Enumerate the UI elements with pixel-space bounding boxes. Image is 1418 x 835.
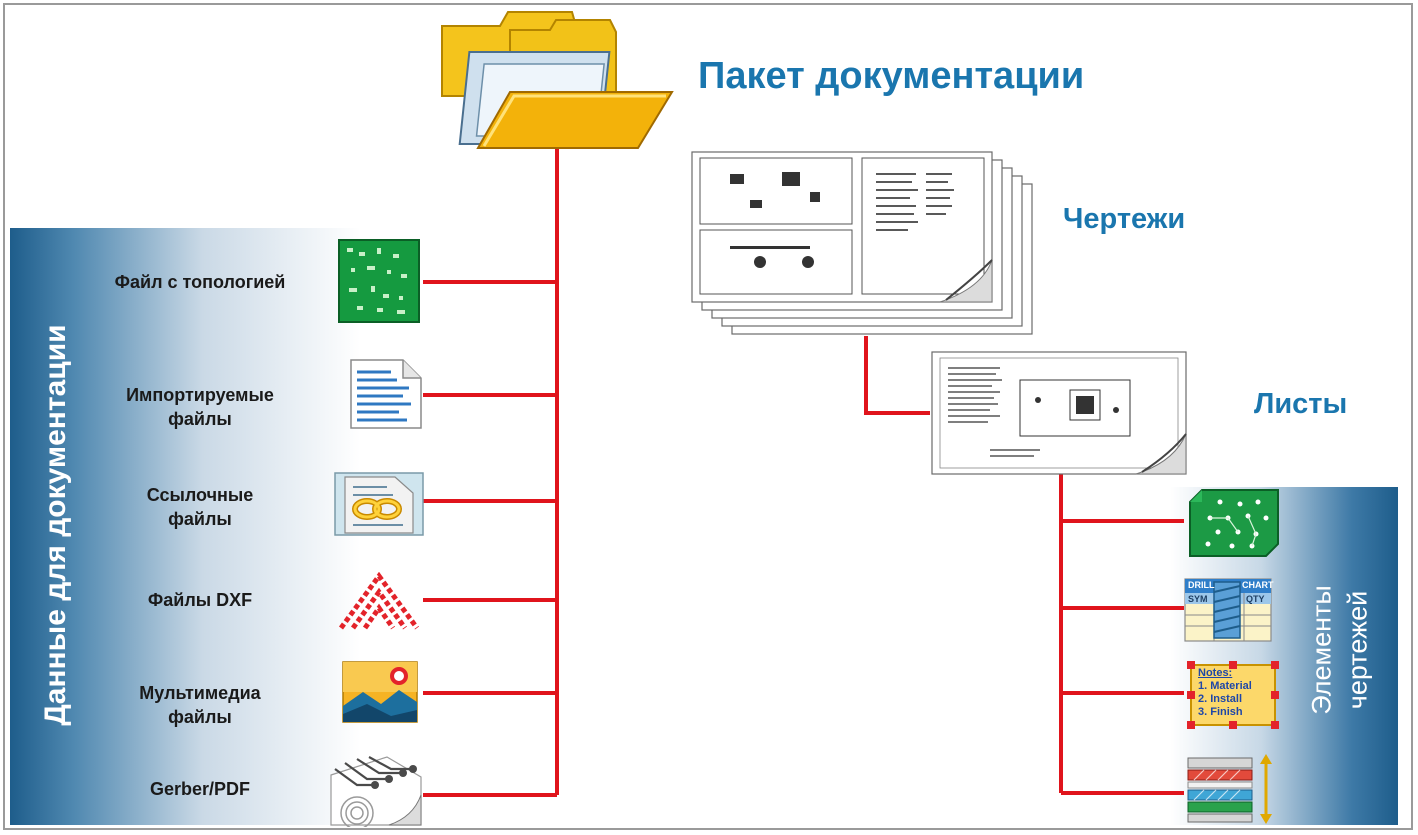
dxf-icon xyxy=(338,572,420,630)
package-title: Пакет документации xyxy=(698,55,1085,97)
notes-line-1: 1. Material xyxy=(1198,680,1252,692)
drill-chart-col-1: SYM xyxy=(1188,594,1208,604)
item-label-dxf: Файлы DXF xyxy=(147,590,253,610)
drill-chart-header-2: CHART xyxy=(1242,580,1274,590)
item-label-imported: Импортируемые файлы xyxy=(126,385,274,429)
item-label-gerber: Gerber/PDF xyxy=(149,779,251,799)
notes-line-3: 3. Finish xyxy=(1198,706,1243,718)
item-label-reference: Ссылочные файлы xyxy=(146,485,254,529)
image-icon xyxy=(342,661,418,723)
pcb-view-icon xyxy=(1189,489,1279,557)
linked-file-icon xyxy=(334,472,424,536)
sheet-icon xyxy=(931,351,1187,475)
pcb-board-icon xyxy=(338,239,420,323)
sheets-label: Листы xyxy=(1254,388,1348,420)
item-label-multimedia: Мультимедиа файлы xyxy=(139,683,261,727)
folder-icon xyxy=(441,11,674,149)
drawings-label: Чертежи xyxy=(1063,203,1186,235)
drawings-stack-icon xyxy=(691,151,1033,335)
left-panel-background xyxy=(10,228,360,825)
layer-stackup-icon xyxy=(1187,754,1272,824)
drawings-to-sheets-line xyxy=(864,336,930,415)
notes-icon: Notes: 1. Material 2. Install 3. Finish xyxy=(1186,660,1280,730)
text-document-icon xyxy=(350,359,422,429)
notes-title: Notes: xyxy=(1198,667,1233,679)
diagram-frame xyxy=(3,3,1413,830)
item-label-topology: Файл с топологией xyxy=(114,272,286,292)
drill-chart-col-2: QTY xyxy=(1246,594,1265,604)
drill-chart-icon: DRILL CHART SYM QTY xyxy=(1184,578,1274,642)
notes-line-2: 2. Install xyxy=(1198,693,1243,705)
drill-chart-header-1: DRILL xyxy=(1188,580,1215,590)
gerber-pdf-icon xyxy=(330,756,422,827)
